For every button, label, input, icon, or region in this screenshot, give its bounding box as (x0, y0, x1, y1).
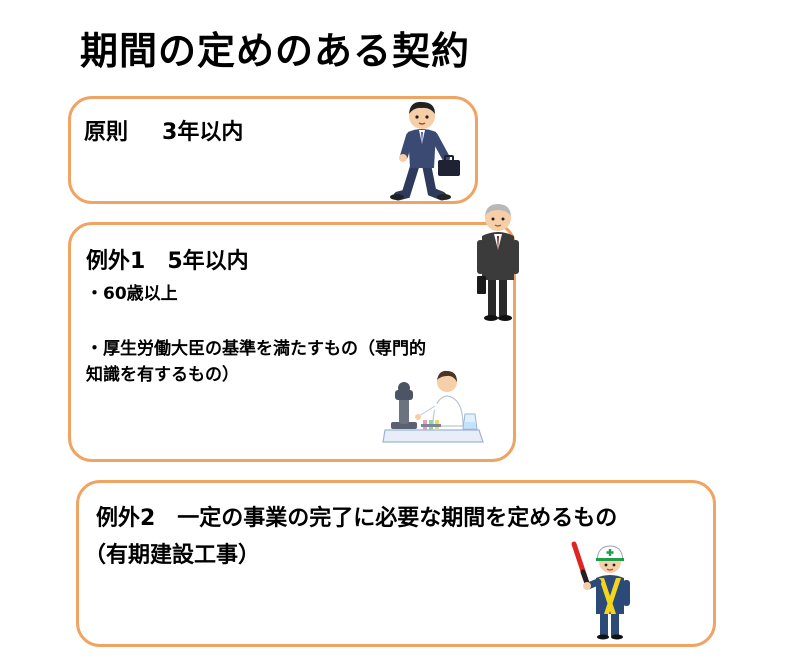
exception2-line1: 例外2 一定の事業の完了に必要な期間を定めるもの (96, 506, 618, 531)
businessman-walking-icon (390, 101, 460, 201)
exception1-item-age: ・60歳以上 (86, 284, 178, 304)
principle-value: 3年以内 (162, 120, 244, 145)
principle-heading: 原則 3年以内 (84, 114, 243, 146)
senior-businessman-icon (477, 204, 519, 321)
scientist-microscope-icon (382, 370, 484, 443)
exception1-item-standard: ・厚生労働大臣の基準を満たすもの（専門的 (86, 339, 426, 359)
principle-label: 原則 (84, 120, 129, 145)
traffic-guard-icon (571, 541, 630, 640)
page-title: 期間の定めのある契約 (80, 29, 471, 73)
exception1-label: 例外1 (86, 249, 146, 274)
exception1-item-standard-cont: 知識を有するもの） (86, 365, 239, 385)
exception1-value: 5年以内 (167, 249, 249, 274)
exception1-heading: 例外1 5年以内 (86, 243, 249, 275)
exception2-line2: （有期建設工事） (84, 543, 261, 568)
